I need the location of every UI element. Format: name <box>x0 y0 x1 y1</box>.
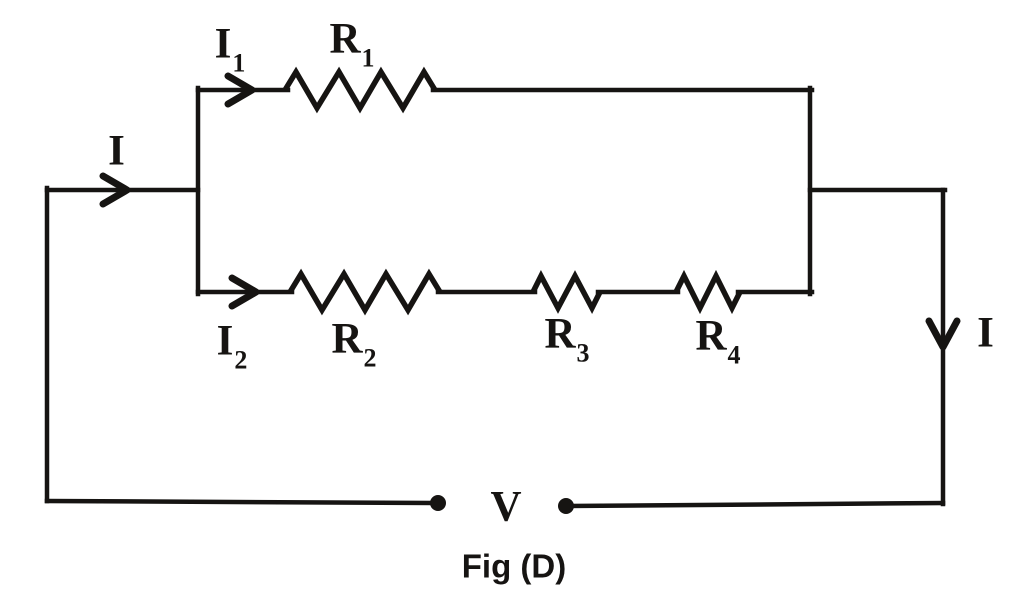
label-resistor-r3: R3 <box>544 310 589 367</box>
label-branch1-resistor-base: R <box>329 15 361 63</box>
terminal-group <box>430 495 574 514</box>
wire-group <box>44 85 948 509</box>
label-branch1-current-sub: 1 <box>232 48 246 78</box>
current-arrow-branch2-icon <box>228 274 260 310</box>
resistor-r3-symbol <box>530 269 603 315</box>
figure-caption: Fig (D) <box>461 547 567 585</box>
resistor-group <box>282 66 743 316</box>
label-resistor-r3-sub: 3 <box>576 338 590 368</box>
label-current-out-base: I <box>977 309 994 357</box>
label-resistor-r4-sub: 4 <box>727 340 741 370</box>
resistor-r4-symbol <box>673 269 743 315</box>
label-resistor-r3-base: R <box>544 310 576 358</box>
label-branch2-current: I2 <box>216 317 248 374</box>
resistor-r2-symbol <box>287 268 443 316</box>
label-branch2-current-sub: 2 <box>234 345 248 375</box>
label-current-in-base: I <box>108 127 125 175</box>
label-voltage: V <box>490 483 522 531</box>
label-branch1-resistor-sub: 1 <box>361 43 375 73</box>
label-resistor-r4: R4 <box>695 312 740 369</box>
wire-bottom-right <box>565 500 946 509</box>
label-resistor-r4-base: R <box>695 312 727 360</box>
label-branch2-current-base: I <box>216 317 234 365</box>
terminal-dot-left <box>430 495 446 511</box>
label-resistor-r2-sub: 2 <box>363 343 377 373</box>
current-arrow-in-icon <box>99 172 131 208</box>
resistor-r1-symbol <box>282 66 438 114</box>
arrow-group <box>99 72 961 351</box>
label-branch1-resistor: R1 <box>329 15 374 72</box>
current-arrow-branch1-icon <box>224 72 256 108</box>
label-branch1-current-base: I <box>214 20 232 68</box>
label-current-out: I <box>977 312 995 355</box>
terminal-dot-right <box>558 498 574 514</box>
label-current-in: I <box>108 130 126 173</box>
label-resistor-r2-base: R <box>331 315 363 363</box>
label-branch1-current: I1 <box>214 20 246 77</box>
wire-bottom-left <box>44 498 435 506</box>
label-resistor-r2: R2 <box>331 315 376 372</box>
current-arrow-out-icon <box>925 317 961 351</box>
